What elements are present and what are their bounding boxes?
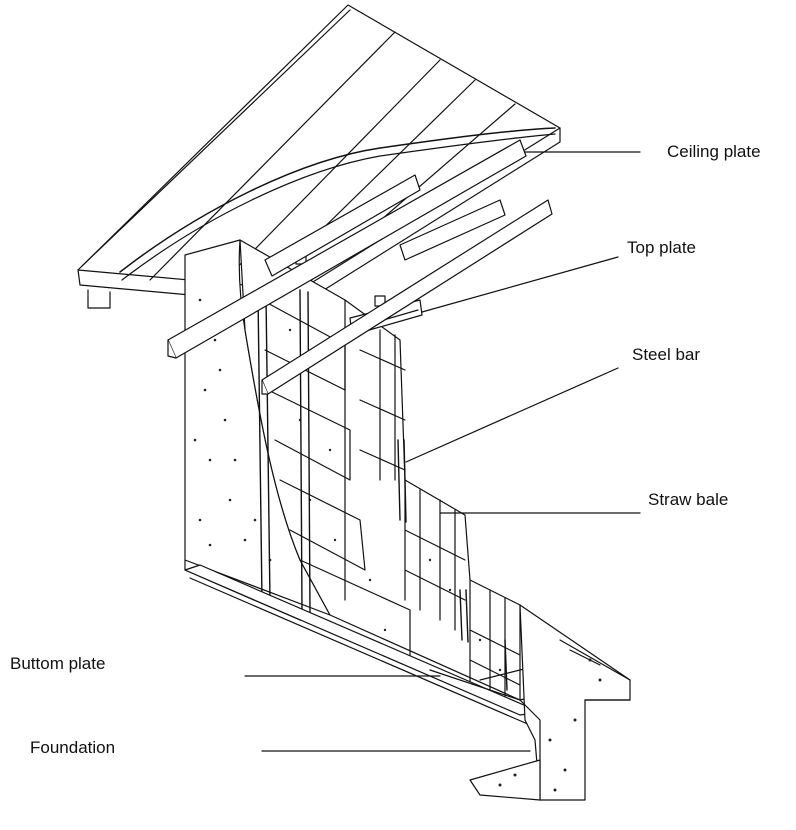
label-top-plate: Top plate [627,238,696,257]
rafters [167,139,553,395]
leader-lines [244,151,641,752]
leader-steel-bar [405,367,619,463]
foundation [469,604,631,801]
label-bottom-plate: Buttom plate [10,654,106,673]
label-straw-bale: Straw bale [648,490,729,509]
label-foundation: Foundation [30,738,116,757]
label-steel-bar: Steel bar [632,345,701,364]
label-ceiling-plate: Ceiling plate [667,142,761,161]
steel-bars [257,289,508,691]
leader-top-plate [421,256,619,313]
